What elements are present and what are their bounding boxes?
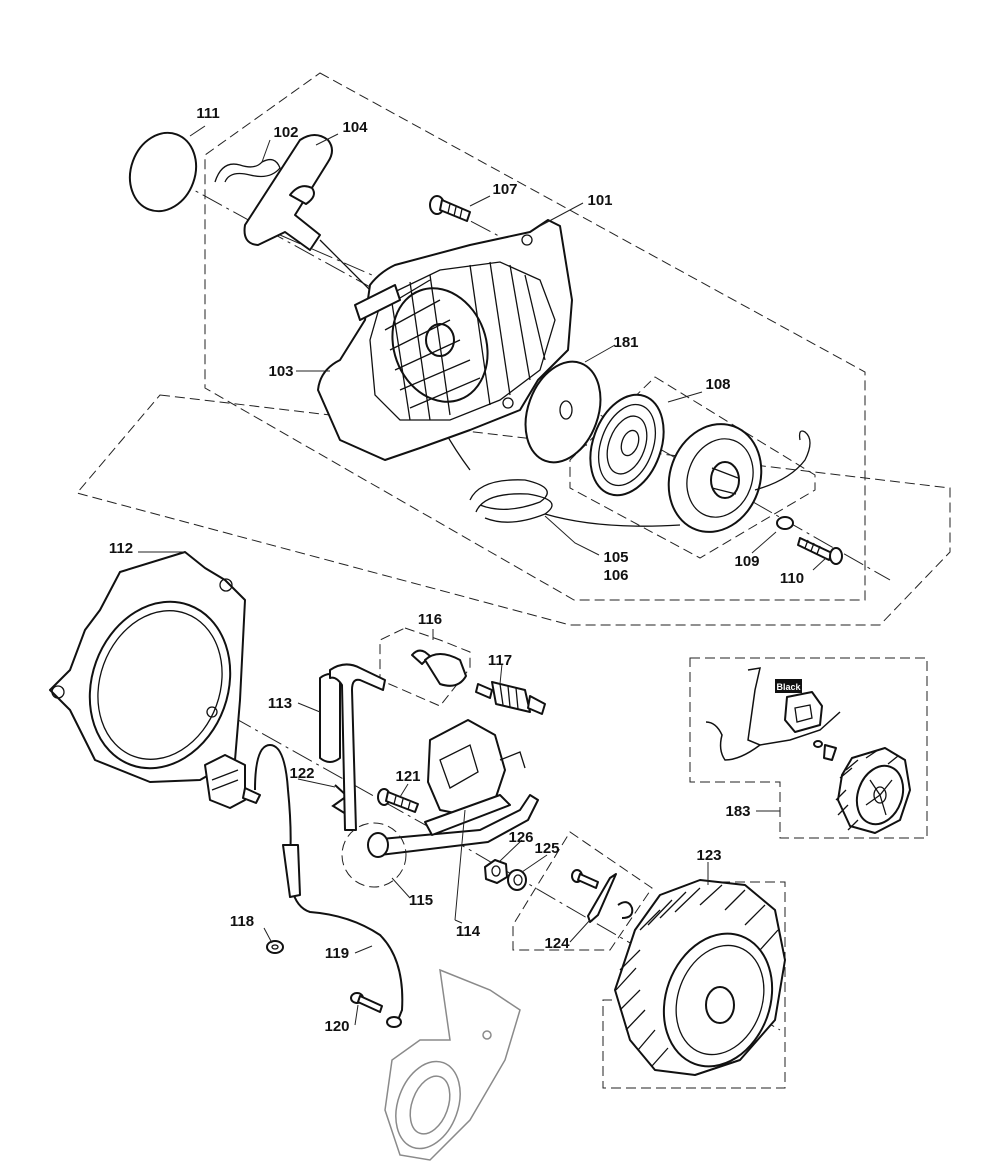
starter-assembly-group-outline [76,394,951,626]
label-125: 125 [534,840,559,857]
label-103: 103 [268,363,293,380]
black-tag-label: Black [776,682,801,692]
spark-plug-cap-group-outline [379,627,471,707]
label-117: 117 [488,652,512,669]
axis-line-lower [139,664,781,1031]
label-104: 104 [342,119,368,136]
fan-housing-part-101 [317,219,573,461]
label-108: 108 [705,376,730,393]
label-112: 112 [109,540,133,557]
axis-line-upper [171,177,891,581]
starter-handle-part-104 [243,134,333,251]
screw-part-107 [429,195,471,222]
label-119: 119 [325,945,349,962]
label-124: 124 [544,935,570,952]
alternate-ignition-assembly-part-183: Black [705,667,911,834]
label-102: 102 [273,124,298,141]
washer-part-109 [776,516,794,530]
label-121: 121 [395,768,420,785]
label-183: 183 [725,803,750,820]
detail-circle [341,822,407,888]
label-116: 116 [418,611,442,628]
label-109: 109 [734,553,759,570]
rewind-spring-group-outline [569,376,816,559]
label-181: 181 [613,334,638,351]
label-123: 123 [696,847,721,864]
rope-pulley [667,423,763,533]
label-106: 106 [603,567,628,584]
label-101: 101 [587,192,612,209]
pawl-group-outline [512,831,653,951]
crankcase-outline [384,968,521,1161]
screw-part-121 [377,788,419,813]
pulley-rope-loop [754,430,811,491]
screw-part-120 [350,992,383,1013]
spark-plug-cap-part-116 [411,649,467,687]
sleeve-part-113 [319,673,341,763]
handle-rope-knot-part-102 [214,158,281,183]
air-guide-part-112 [49,551,246,783]
rewind-spring-part-108 [589,393,665,497]
starter-cover-group-outline [204,72,866,601]
o-ring-part-111 [128,131,198,213]
label-114: 114 [456,923,481,940]
label-122: 122 [289,765,314,782]
ignition-module-part-114 [424,719,526,836]
short-circuit-wire-part-119 [254,743,404,1028]
leader-lines [138,125,827,1026]
part-number-labels: 101 102 103 104 105 106 107 108 109 110 … [109,105,804,1035]
label-120: 120 [324,1018,349,1035]
label-111: 111 [196,105,219,122]
spark-plug-part-117 [475,681,546,715]
label-126: 126 [508,829,533,846]
label-115: 115 [409,892,433,909]
flywheel-part-123 [614,879,786,1076]
label-110: 110 [780,570,804,587]
washer-part-125 [507,869,527,891]
axis-line-handle [279,234,373,276]
stop-switch [204,754,261,809]
screw-part-110 [797,537,843,565]
spring-clip-part-122 [331,784,349,815]
nut-part-126 [484,859,508,884]
alternate-flywheel-group-outline [689,657,928,839]
label-107: 107 [492,181,517,198]
label-118: 118 [230,913,254,930]
grommet-part-118 [266,940,284,954]
pawl-kit-part-124 [571,869,634,923]
washer-part-181 [524,360,602,464]
starter-rope-coil-part-105 [469,479,681,527]
label-105: 105 [603,549,628,566]
ignition-bracket-part-115 [329,663,539,858]
label-113: 113 [268,695,292,712]
black-tag [775,679,802,693]
